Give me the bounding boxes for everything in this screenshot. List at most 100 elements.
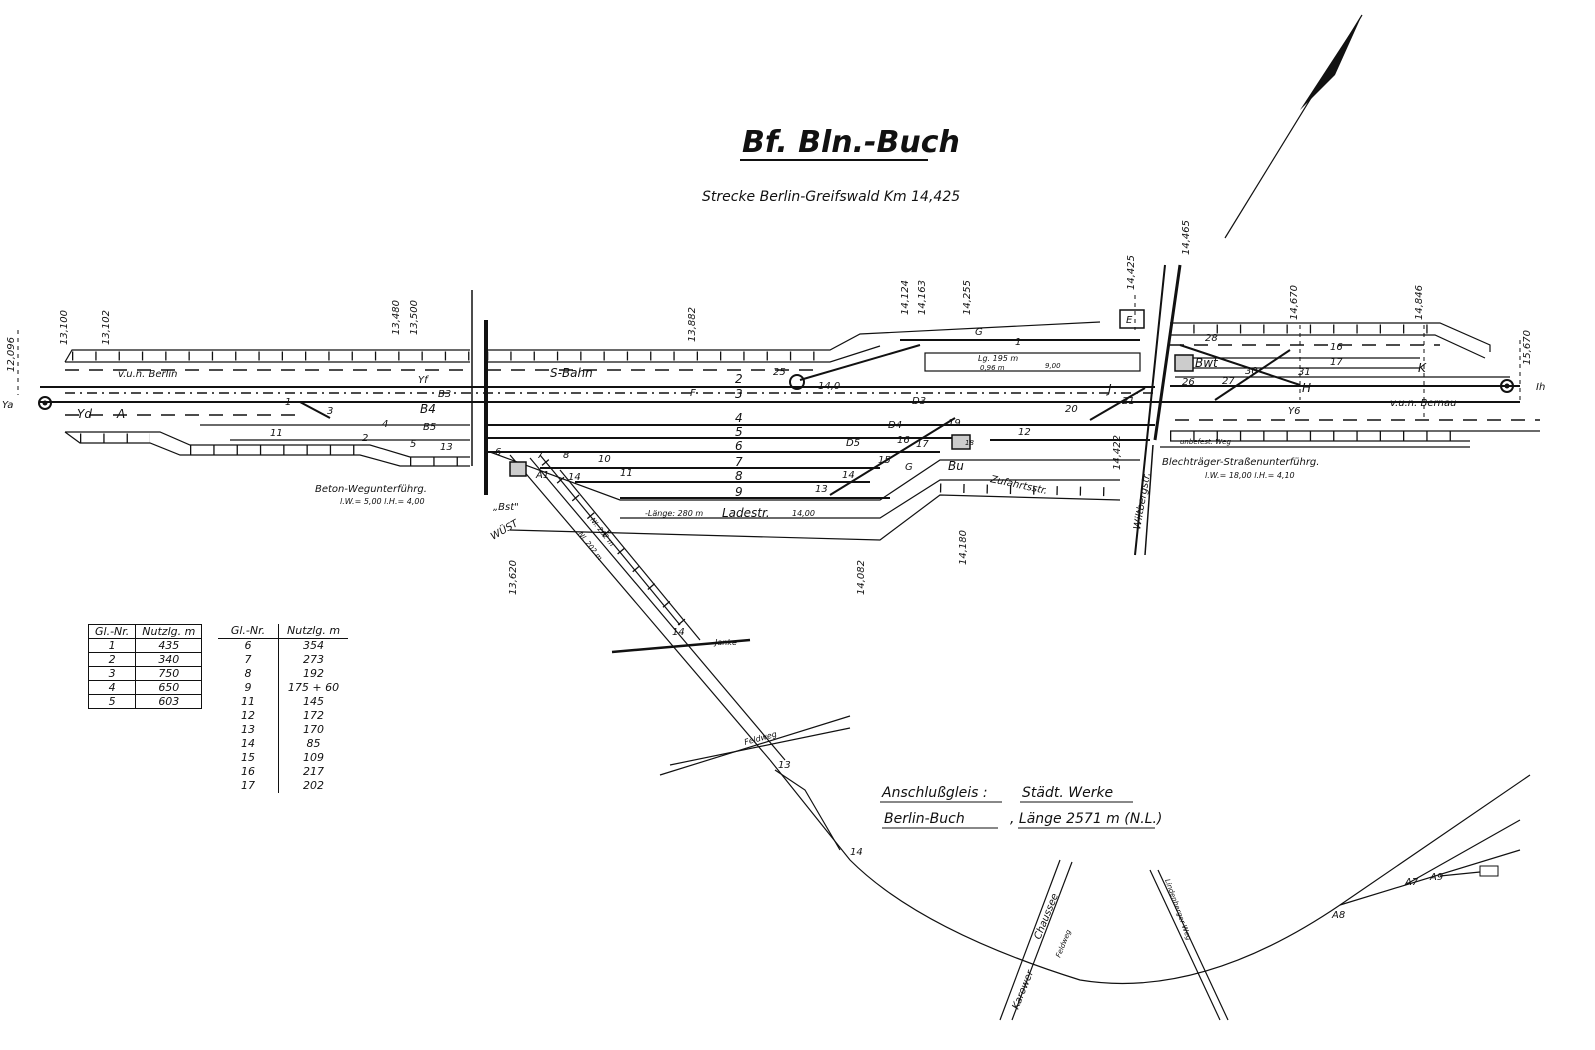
drawing-subtitle: Strecke Berlin-Greifswald Km 14,425 — [702, 189, 960, 205]
switch_numbers-20-label: 26 — [1182, 377, 1195, 388]
labels-b4-label: B4 — [420, 402, 436, 416]
labels-beton2-label: l.W.= 5,00 l.H.= 4,00 — [340, 497, 425, 506]
table_right-rows-5-0-label: 12 — [218, 709, 279, 723]
switch_numbers-8-label: 10 — [598, 454, 611, 465]
table_left-rows-2-1-label: 750 — [135, 666, 203, 681]
track_numbers-1-label: 2 — [735, 372, 743, 386]
track_numbers-6-label: 7 — [735, 455, 743, 469]
table_left-headers-1-label: Nutzlg. m — [135, 624, 203, 639]
goods-shed-icon — [924, 352, 1141, 372]
km_markers-13-label: 15,670 — [1522, 330, 1533, 365]
labels-anschluss4-label: , Länge 2571 m (N.L.) — [1010, 811, 1162, 827]
building-bu-icon — [951, 434, 971, 450]
table_right-rows-1-1-label: 273 — [303, 653, 325, 666]
station-tracks — [299, 344, 1301, 541]
labels-w096-label: 0,96 m — [980, 364, 1005, 372]
switch_numbers-13-label: 16 — [897, 435, 910, 446]
labels-e-label: E — [1126, 315, 1133, 326]
km_markers-3-label: 13,480 — [391, 300, 402, 335]
labels-a9-label: A9 — [1429, 872, 1443, 883]
table_right-rows-10-1-label: 202 — [303, 779, 325, 792]
table_left-rows-4-0-label: 5 — [87, 694, 137, 709]
table_left-rows-0-1-label: 435 — [135, 638, 203, 653]
switch_numbers-14-label: 17 — [916, 439, 929, 450]
labels-g1-label: G — [975, 327, 983, 338]
labels-laenge280-label: -Länge: 280 m — [645, 509, 703, 518]
table_left-rows-3-1-label: 650 — [135, 680, 203, 695]
labels-a7-label: A7 — [1404, 877, 1419, 888]
labels-a8-label: A8 — [1331, 910, 1345, 921]
km_markers-16-label: 14,180 — [958, 530, 969, 565]
switch_numbers-10-label: 13 — [815, 484, 828, 495]
track_numbers-4-label: 5 — [735, 425, 743, 439]
km_markers-7-label: 14,163 — [917, 280, 928, 315]
track_numbers-7-label: 8 — [735, 469, 743, 483]
labels-blech1-label: Blechträger-Straßenunterführg. — [1162, 457, 1319, 468]
switch-numbers: 1 2 3 4 5 6 7 8 10 11 13 14 15 16 17 18 … — [285, 333, 1311, 858]
table_right-rows-9-1-label: 217 — [303, 765, 325, 778]
labels-ih-label: Ih — [1536, 382, 1545, 393]
switch_numbers-4-label: 5 — [410, 439, 416, 450]
labels-f-label: F — [690, 388, 696, 399]
switch_numbers-0-label: 1 — [285, 397, 291, 408]
switch_numbers-24-label: 31 — [1298, 367, 1311, 378]
labels-sbahn-label: S-Bahn — [550, 366, 593, 380]
km_markers-10-label: 14,465 — [1181, 220, 1192, 255]
switch_numbers-22-label: 28 — [1205, 333, 1218, 344]
labels-anschluss2-label: Städt. Werke — [1022, 785, 1113, 801]
labels-unbefest-label: unbefest. Weg — [1180, 438, 1231, 446]
labels-bu-label: Bu — [948, 459, 964, 473]
labels-w1400-label: 14,00 — [792, 509, 815, 518]
km_markers-12-label: 14,846 — [1414, 285, 1425, 320]
lower-platform-left — [64, 431, 470, 467]
drawing-title: Bf. Bln.-Buch — [742, 125, 960, 160]
labels-d4-label: D4 — [888, 420, 902, 431]
labels-bst-label: „Bst" — [493, 502, 519, 513]
table_left-headers-0-label: Gl.-Nr. — [87, 624, 137, 639]
table_right-rows-0-0-label: 6 — [218, 638, 279, 653]
switch_numbers-25-label: 13 — [778, 760, 791, 771]
labels-karower-label: Karower — [1011, 968, 1037, 1011]
labels-zufahrt-label: Zufahrtsstr. — [988, 474, 1048, 497]
switch_numbers-16-label: 19 — [948, 418, 961, 429]
switch_numbers-11-label: 14 — [842, 470, 855, 481]
upper-platform-left — [64, 349, 470, 363]
labels-chaussee-label: Chaussee — [1033, 892, 1061, 941]
upper-platform-middle — [487, 321, 1101, 363]
labels-k-label: K — [1418, 361, 1427, 375]
track_numbers-9-label: 11 — [270, 428, 283, 439]
labels-h-label: H — [1302, 381, 1311, 395]
table_left-rows-0-0-label: 1 — [87, 638, 137, 653]
table_left-rows-2-0-label: 3 — [87, 666, 137, 681]
switch_numbers-23-label: 30 — [1245, 366, 1258, 377]
labels-w900-label: 9,00 — [1045, 362, 1061, 370]
km_markers-6-label: 14,124 — [900, 280, 911, 315]
table_right-rows-4-0-label: 11 — [218, 695, 279, 709]
switch_numbers-15-label: 18 — [965, 439, 974, 447]
labels-yf-label: Yf — [418, 375, 429, 386]
labels-d5-label: D5 — [846, 438, 860, 449]
labels-berlin-label: v.u.n. Berlin — [118, 369, 178, 380]
labels-feldweg2-label: Feldweg — [1054, 928, 1073, 959]
north-arrow-icon — [1224, 14, 1363, 239]
labels-wiltberg-label: Wiltbergstr. — [1132, 472, 1153, 531]
table_right-rows-8-0-label: 15 — [218, 751, 279, 765]
labels-ya-label: Ya — [2, 400, 13, 411]
track_numbers-12-label: 14 — [568, 472, 581, 483]
km_markers-0-label: 12,096 — [6, 337, 17, 372]
labels-lindenberger-label: Lindenberger Weg — [1163, 878, 1193, 942]
track_numbers-10-label: 12 — [1018, 427, 1031, 438]
table_left-rows-1-1-label: 340 — [135, 652, 203, 667]
table_right-rows-2-0-label: 8 — [218, 667, 279, 681]
